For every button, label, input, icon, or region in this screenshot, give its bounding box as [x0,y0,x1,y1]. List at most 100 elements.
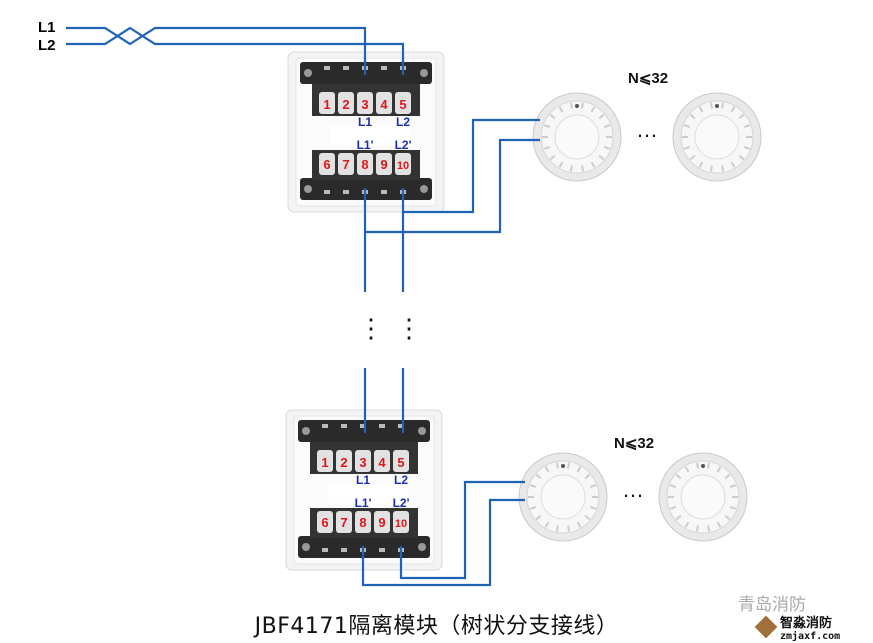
detector-vent [684,466,690,473]
terminal-number: 8 [361,157,368,172]
detector-vent [603,145,611,150]
screw-icon [420,185,428,193]
detector-vent [603,124,611,129]
detector-vent [707,525,711,532]
smoke-detector-icon [672,92,762,182]
detector-vent [730,106,736,113]
screw-icon [304,185,312,193]
detector-vent [543,145,551,150]
terminal-label-in: L1 [358,115,372,129]
terminal-screw [338,92,354,114]
terminal-number: 1 [321,455,328,470]
detector-vent [707,462,711,469]
terminal-label-in: L2 [394,473,408,487]
detector-vent [738,113,745,120]
terminal-number: 3 [361,97,368,112]
terminal-number: 8 [359,515,366,530]
terminal-slot [381,66,387,70]
watermark-brand: 智淼消防 [780,616,833,631]
diagram-caption: JBF4171隔离模块（树状分支接线） [254,614,619,639]
smoke-detector-icon [518,452,608,542]
terminal-slot [398,424,404,428]
terminal-screw [336,511,352,533]
terminal-screw [317,450,333,472]
branch-limit-label-top: N⩽32 [628,70,668,87]
detector-vent [569,165,573,172]
detector-vent [738,154,745,161]
detector-vent [567,462,571,469]
detector-vent [716,521,722,528]
terminal-label-in: L2 [396,115,410,129]
detector-vent [716,466,722,473]
detector-vent [684,521,690,528]
screw-icon [418,427,426,435]
module-label-area [328,483,408,503]
detector-vent [590,161,596,168]
module-label-area [330,125,410,145]
terminal-number: 7 [340,515,347,530]
detector-vent [730,161,736,168]
detector-center [694,114,740,160]
terminal-screw [376,153,392,175]
terminal-screw [395,92,411,114]
terminal-number: 6 [321,515,328,530]
screw-icon [304,69,312,77]
detector-vent [729,505,737,510]
terminal-slot [341,424,347,428]
terminal-screw [355,511,371,533]
terminal-number: 7 [342,157,349,172]
detector-center [554,114,600,160]
detector-vent [584,514,591,521]
detector-vent [558,161,564,168]
terminal-screw [317,511,333,533]
detector-led [575,104,579,108]
terminal-number: 9 [380,157,387,172]
detector-vent [544,521,550,528]
terminal-number: 5 [397,455,404,470]
detector-vent [558,106,564,113]
terminal-screw [319,153,335,175]
terminal-screw [395,153,411,175]
terminal-screw [376,92,392,114]
terminal-screw [374,450,390,472]
terminal-slot [343,190,349,194]
detector-vent [669,505,677,510]
brand-logo-icon [754,615,778,639]
detector-vent [743,124,751,129]
detector-vent [555,525,559,532]
detector-vent [567,525,571,532]
terminal-slot [379,548,385,552]
detector-vent [729,484,737,489]
terminal-number: 1 [323,97,330,112]
terminal-number: 4 [380,97,388,112]
branch-ellipsis-bottom: … [622,477,644,502]
branch-limit-label-bottom: N⩽32 [614,435,654,452]
detector-vent [544,466,550,473]
terminal-screw [355,450,371,472]
bus-label-l1: L1 [38,19,56,36]
terminal-number: 10 [397,160,409,172]
terminal-number: 5 [399,97,406,112]
detector-led [715,104,719,108]
terminal-slot [379,424,385,428]
terminal-label-out: L1' [355,496,372,510]
terminal-slot [324,190,330,194]
terminal-slot [322,424,328,428]
detector-vent [675,514,682,521]
terminal-label-out: L2' [393,496,410,510]
terminal-label-in: L1 [356,473,370,487]
detector-vent [695,462,699,469]
terminal-screw [357,153,373,175]
continuation-dots-l2: ⋮ [396,313,422,343]
detector-vent [535,514,542,521]
wire-l1-branch-bottom [361,498,525,587]
detector-vent [724,514,731,521]
watermark-account: 青岛消防 [738,595,806,615]
detector-vent [549,113,556,120]
screw-icon [302,427,310,435]
screw-icon [418,543,426,551]
detector-vent [581,165,585,172]
wire-l2-branch-top [401,118,540,214]
detector-vent [584,473,591,480]
